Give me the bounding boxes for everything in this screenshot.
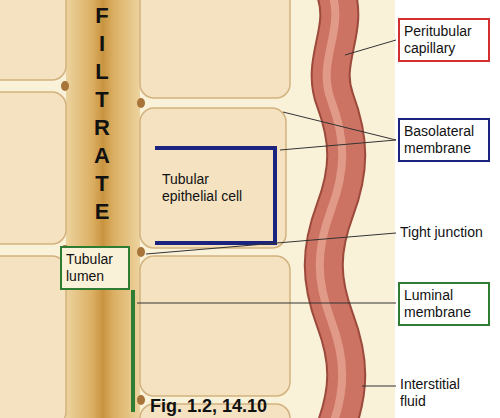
epithelial-cells xyxy=(0,0,290,418)
callout-box: Luminal membrane xyxy=(398,282,490,326)
luminal-membrane-highlight xyxy=(131,290,135,412)
tubular-lumen xyxy=(66,0,140,418)
part-label: Interstitial fluid xyxy=(400,376,480,410)
leader-lines xyxy=(137,40,396,386)
peritubular-capillary xyxy=(320,0,347,418)
node-text: Tubular lumen xyxy=(66,251,124,285)
figure-caption: Fig. 1.2, 14.10 xyxy=(150,396,267,417)
node-text: Peritubular capillary xyxy=(404,23,484,57)
callout-box: Tubular lumen xyxy=(60,246,130,290)
basolateral-bracket xyxy=(155,148,275,243)
part-label: Tight junction xyxy=(400,224,496,241)
node-text: Tubular epithelial cell xyxy=(162,171,266,205)
cell-label: Tubular epithelial cell xyxy=(158,168,270,208)
callout-box: Basolateral membrane xyxy=(398,118,490,162)
callout-box: Peritubular capillary xyxy=(398,18,490,62)
node-text: Luminal membrane xyxy=(404,287,484,321)
filtrate-label: FILTRATE xyxy=(96,2,108,226)
node-text: Basolateral membrane xyxy=(404,123,484,157)
